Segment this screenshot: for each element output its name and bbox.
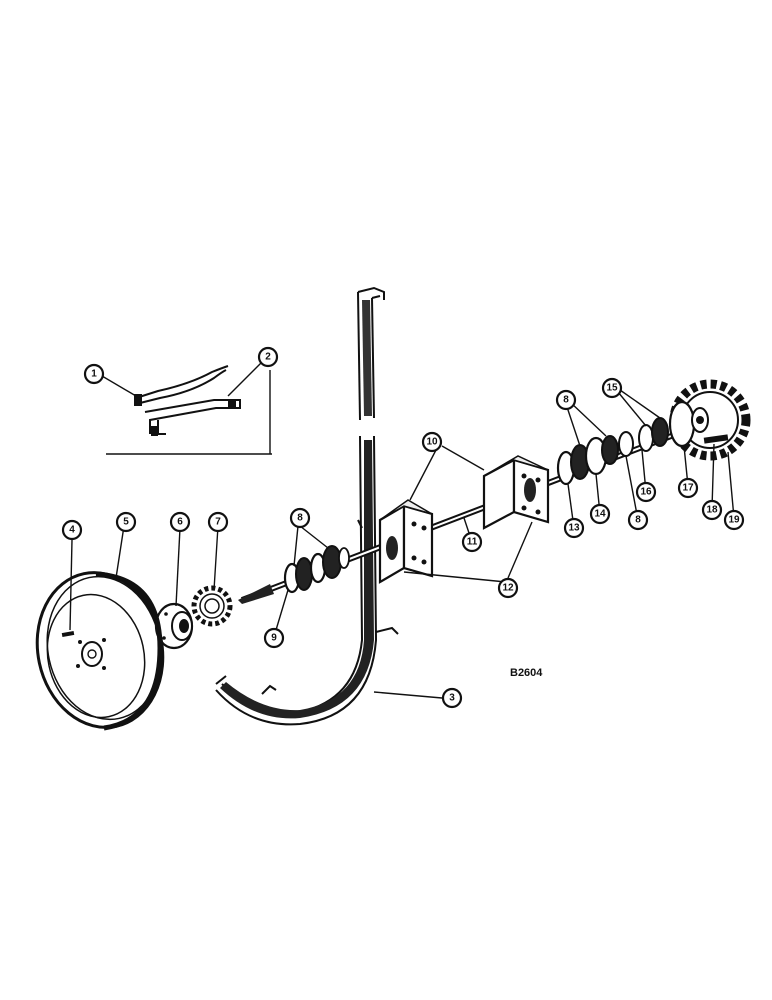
callout-18: 18 (701, 499, 723, 521)
callout-13: 13 (563, 517, 585, 539)
svg-text:17: 17 (682, 483, 694, 494)
svg-text:16: 16 (640, 487, 652, 498)
svg-text:19: 19 (728, 515, 740, 526)
svg-text:6: 6 (177, 517, 183, 528)
svg-text:9: 9 (271, 633, 277, 644)
svg-text:5: 5 (123, 517, 129, 528)
bearing-stack-left (283, 545, 350, 594)
bracket-assembly (106, 365, 272, 455)
callout-9: 9 (263, 627, 285, 649)
callout-14: 14 (589, 503, 611, 525)
hub (154, 602, 194, 650)
callout-19: 19 (723, 509, 745, 531)
drawing-code: B2604 (510, 667, 543, 679)
svg-text:11: 11 (467, 537, 478, 548)
leader-lines (69, 359, 735, 699)
callout-12: 12 (497, 577, 519, 599)
callout-6: 6 (169, 511, 191, 533)
callout-7: 7 (207, 511, 229, 533)
callout-16: 16 (635, 481, 657, 503)
callout-3: 3 (441, 687, 463, 709)
svg-text:13: 13 (568, 523, 580, 534)
callout-17: 17 (677, 477, 699, 499)
svg-text:2: 2 (265, 352, 271, 363)
callout-8-top-right: 8 (555, 389, 577, 411)
svg-text:1: 1 (91, 369, 97, 380)
callout-8-left: 8 (289, 507, 311, 529)
svg-text:8: 8 (563, 395, 569, 406)
callout-2: 2 (257, 346, 279, 368)
sprocket-small (191, 585, 233, 627)
svg-text:4: 4 (69, 525, 75, 536)
bearing-stack-right (556, 417, 669, 486)
svg-text:14: 14 (594, 509, 606, 520)
callout-11: 11 (461, 531, 483, 553)
svg-text:3: 3 (449, 693, 455, 704)
svg-text:10: 10 (426, 437, 438, 448)
svg-text:12: 12 (502, 583, 514, 594)
svg-text:18: 18 (706, 505, 718, 516)
callout-1: 1 (83, 363, 105, 385)
svg-text:8: 8 (297, 513, 303, 524)
sprocket-large (668, 379, 751, 461)
svg-text:8: 8 (635, 515, 641, 526)
bearing-plates (378, 455, 550, 584)
callout-8-bottom-right: 8 (627, 509, 649, 531)
callout-15: 15 (601, 377, 623, 399)
callout-4: 4 (61, 519, 83, 541)
svg-text:7: 7 (215, 517, 221, 528)
callout-5: 5 (115, 511, 137, 533)
chain-guide (215, 286, 399, 726)
pulley (35, 571, 165, 731)
svg-text:15: 15 (606, 383, 618, 394)
callout-10: 10 (421, 431, 443, 453)
